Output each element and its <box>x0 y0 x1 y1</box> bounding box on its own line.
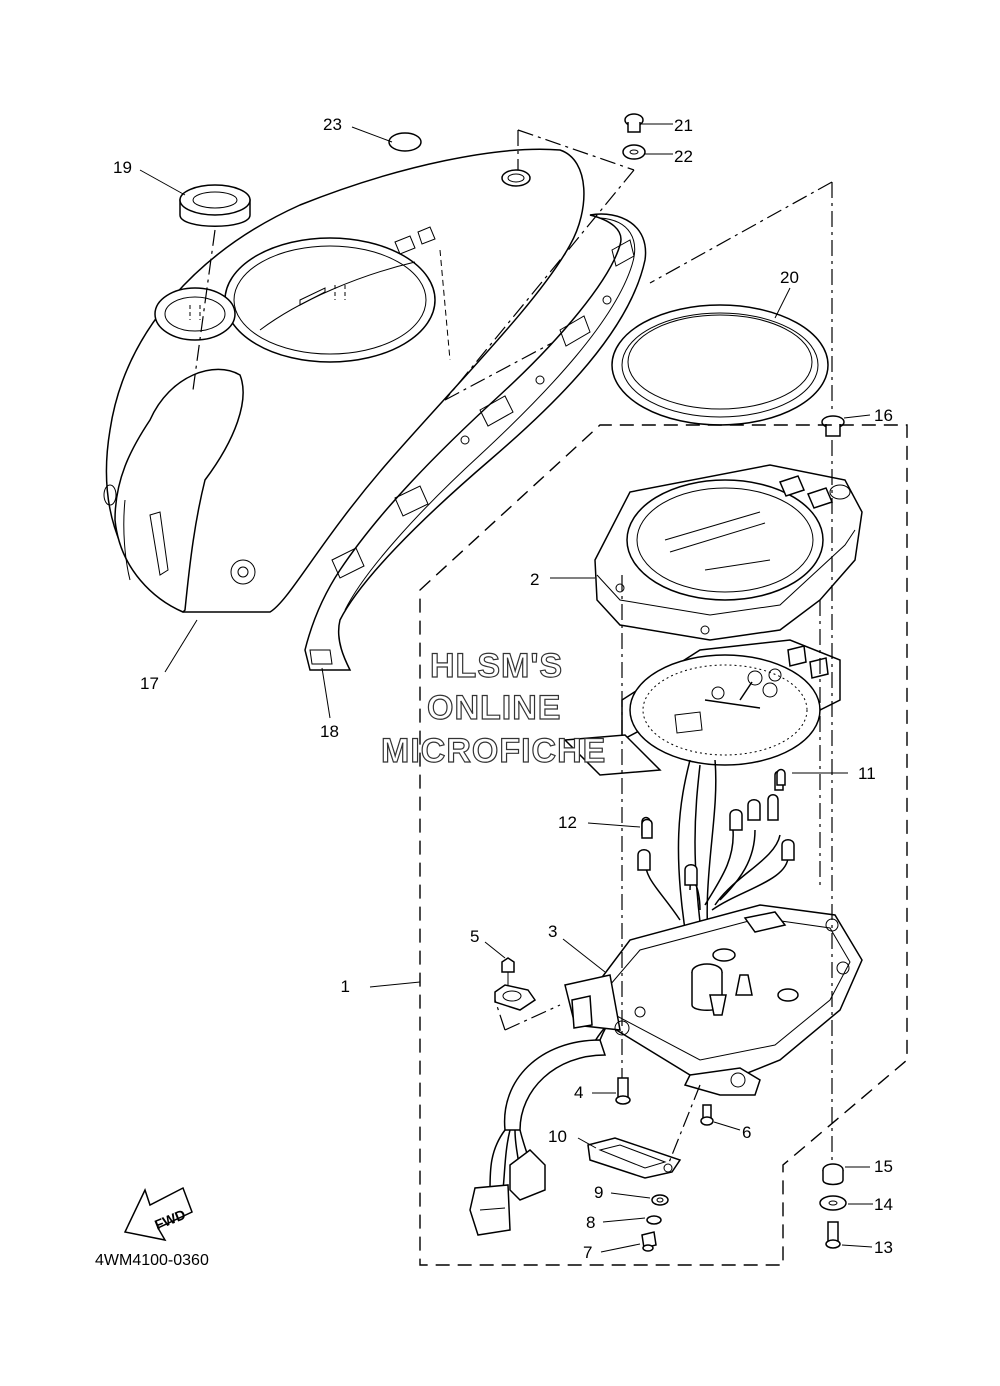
callout-1: 1 <box>341 977 350 996</box>
screw-21-part <box>624 113 644 133</box>
screw-7-part <box>641 1231 657 1252</box>
callout-7: 7 <box>583 1243 592 1262</box>
bulb-12-part <box>641 818 653 839</box>
watermark-line-1: HLSM'S <box>430 647 563 685</box>
callout-3: 3 <box>548 922 557 941</box>
grommet-part <box>179 184 251 227</box>
meter-case-part <box>594 464 863 641</box>
screw-4-part <box>615 1077 631 1105</box>
cap-part <box>388 132 422 152</box>
callout-6: 6 <box>742 1123 751 1142</box>
callout-22: 22 <box>674 147 693 166</box>
watermark-line-3: MICROFICHE <box>381 732 606 770</box>
callouts: 1 2 3 4 5 6 7 8 9 10 11 12 13 14 15 16 1… <box>113 115 893 1262</box>
callout-17: 17 <box>140 674 159 693</box>
callout-8: 8 <box>586 1213 595 1232</box>
nut-9-part <box>651 1194 669 1206</box>
diagram-code: 4WM4100-0360 <box>95 1252 209 1269</box>
dial-plate-part <box>563 639 841 776</box>
gasket-ring-part <box>611 304 829 426</box>
callout-20: 20 <box>780 268 799 287</box>
callout-16: 16 <box>874 406 893 425</box>
callout-12: 12 <box>558 813 577 832</box>
lower-case-part <box>564 904 863 1096</box>
alignment-lines <box>192 129 833 1166</box>
fwd-arrow-icon: FWD <box>123 1186 193 1242</box>
bulb-11-part <box>776 768 786 786</box>
callout-10: 10 <box>548 1127 567 1146</box>
callout-5: 5 <box>470 927 479 946</box>
callout-11: 11 <box>858 764 876 783</box>
callout-9: 9 <box>594 1183 603 1202</box>
callout-21: 21 <box>674 116 693 135</box>
connector-cable-part <box>469 1039 607 1236</box>
callout-23: 23 <box>323 115 342 134</box>
callout-4: 4 <box>574 1083 583 1102</box>
callout-14: 14 <box>874 1195 893 1214</box>
callout-13: 13 <box>874 1238 893 1257</box>
washer-8-part <box>646 1215 662 1225</box>
leader-lines <box>139 123 873 1253</box>
meter-assembly-outline <box>419 424 908 1266</box>
watermark: HLSM'S ONLINE MICROFICHE <box>380 646 606 770</box>
grommet-16-part <box>821 415 845 437</box>
clamp-part <box>494 957 537 1011</box>
grommet-15-part <box>822 1163 844 1186</box>
bolt-13-part <box>825 1221 841 1249</box>
meter-cover-part <box>103 148 585 613</box>
callout-18: 18 <box>320 722 339 741</box>
washer-14-part <box>819 1195 847 1211</box>
watermark-line-2: ONLINE <box>427 689 561 727</box>
callout-2: 2 <box>530 570 539 589</box>
plate-10-part <box>587 1137 682 1179</box>
screw-6-part <box>700 1104 714 1126</box>
callout-19: 19 <box>113 158 132 177</box>
side-panel-part <box>304 213 647 671</box>
washer-22-part <box>622 144 646 160</box>
callout-15: 15 <box>874 1157 893 1176</box>
